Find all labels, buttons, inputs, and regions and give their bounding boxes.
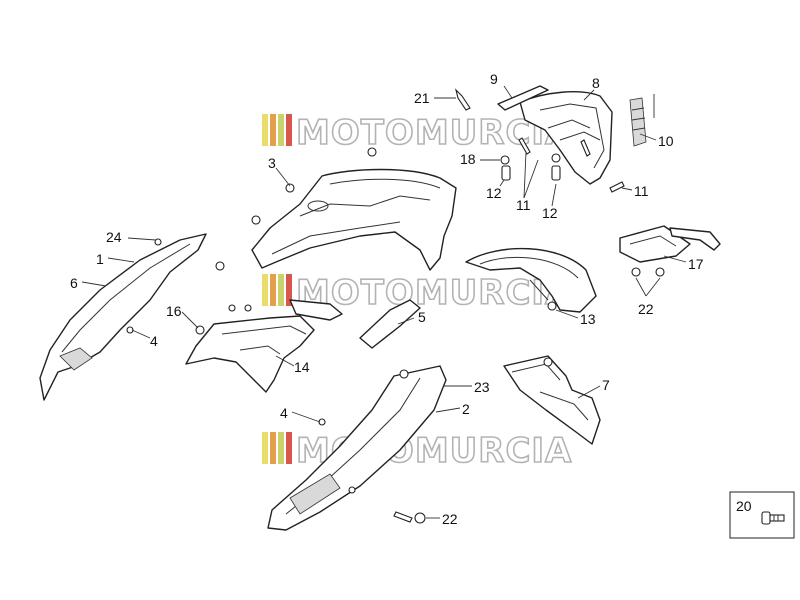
screw xyxy=(228,304,236,312)
spacer xyxy=(501,165,511,181)
callout-11: 11 xyxy=(634,183,649,199)
part-inner-bracket xyxy=(185,315,315,393)
callout-8: 8 xyxy=(592,75,600,91)
grommet xyxy=(154,238,162,246)
callout-6: 6 xyxy=(70,275,78,291)
callout-20: 20 xyxy=(736,498,752,514)
part-seat-cover xyxy=(251,168,457,271)
callout-5: 5 xyxy=(418,309,426,325)
callout-2: 2 xyxy=(462,401,470,417)
washer xyxy=(500,155,510,165)
callout-labels: 9 8 21 10 3 18 12 11 12 11 24 1 6 17 22 … xyxy=(70,71,704,527)
grommet xyxy=(543,357,553,367)
inset-part-20: 20 xyxy=(729,491,795,539)
watermark-stripe xyxy=(278,274,284,306)
washer xyxy=(551,153,561,163)
part-reflector xyxy=(629,94,655,147)
callout-24: 24 xyxy=(106,229,122,245)
watermark-stripe xyxy=(270,432,276,464)
part-rail-bracket xyxy=(289,299,421,349)
callout-13: 13 xyxy=(580,311,596,327)
watermark-stripe xyxy=(286,114,292,146)
callout-14: 14 xyxy=(294,359,310,375)
watermark-text: MOTOMURCIA xyxy=(296,273,572,313)
screw xyxy=(631,267,641,277)
part-grab-rail xyxy=(519,91,613,185)
watermark-stripe xyxy=(270,274,276,306)
screw xyxy=(580,139,591,157)
callout-9: 9 xyxy=(490,71,498,87)
callout-4: 4 xyxy=(280,405,288,421)
watermark-stripe xyxy=(262,432,268,464)
callout-3: 3 xyxy=(268,155,276,171)
spacer xyxy=(551,165,561,181)
screw xyxy=(393,511,413,523)
part-left-side-panel xyxy=(39,233,207,401)
grommet xyxy=(348,486,356,494)
watermark-stripe xyxy=(270,114,276,146)
callout-10: 10 xyxy=(658,133,674,149)
callout-7: 7 xyxy=(602,377,610,393)
callout-12: 12 xyxy=(486,185,502,201)
callout-11: 11 xyxy=(516,197,531,213)
watermark-stripe xyxy=(286,274,292,306)
screw xyxy=(285,183,295,193)
callout-12: 12 xyxy=(542,205,558,221)
part-rear-inner-panel xyxy=(503,355,601,445)
part-plate-bracket xyxy=(619,225,721,263)
callout-22: 22 xyxy=(442,511,458,527)
screw xyxy=(215,261,225,271)
callout-1: 1 xyxy=(96,251,104,267)
part-rear-mudguard xyxy=(465,247,597,313)
grommet xyxy=(399,369,409,379)
callout-4: 4 xyxy=(150,333,158,349)
screw xyxy=(655,267,665,277)
watermark-stripe xyxy=(278,432,284,464)
callout-18: 18 xyxy=(460,151,476,167)
watermark-stripe xyxy=(262,274,268,306)
screw-head xyxy=(414,512,426,524)
callout-16: 16 xyxy=(166,303,182,319)
watermark-stripe xyxy=(262,114,268,146)
bolt-icon xyxy=(761,511,785,525)
screw xyxy=(518,137,531,155)
watermark-stripe xyxy=(286,432,292,464)
leader-lines xyxy=(81,85,687,519)
grommet xyxy=(547,301,557,311)
callout-17: 17 xyxy=(688,256,704,272)
watermark-middle: MOTOMURCIA xyxy=(262,272,572,314)
screw xyxy=(251,215,261,225)
screw xyxy=(244,304,252,312)
callout-21: 21 xyxy=(414,90,430,106)
watermark-stripe xyxy=(278,114,284,146)
screw xyxy=(367,147,377,157)
callout-22: 22 xyxy=(638,301,654,317)
watermark-bottom: MOTOMURCIA xyxy=(262,430,572,472)
screw xyxy=(609,181,625,193)
screw xyxy=(454,88,471,111)
callout-23: 23 xyxy=(474,379,490,395)
part-tail-cover-strip xyxy=(497,85,549,111)
part-right-side-panel xyxy=(267,365,447,531)
